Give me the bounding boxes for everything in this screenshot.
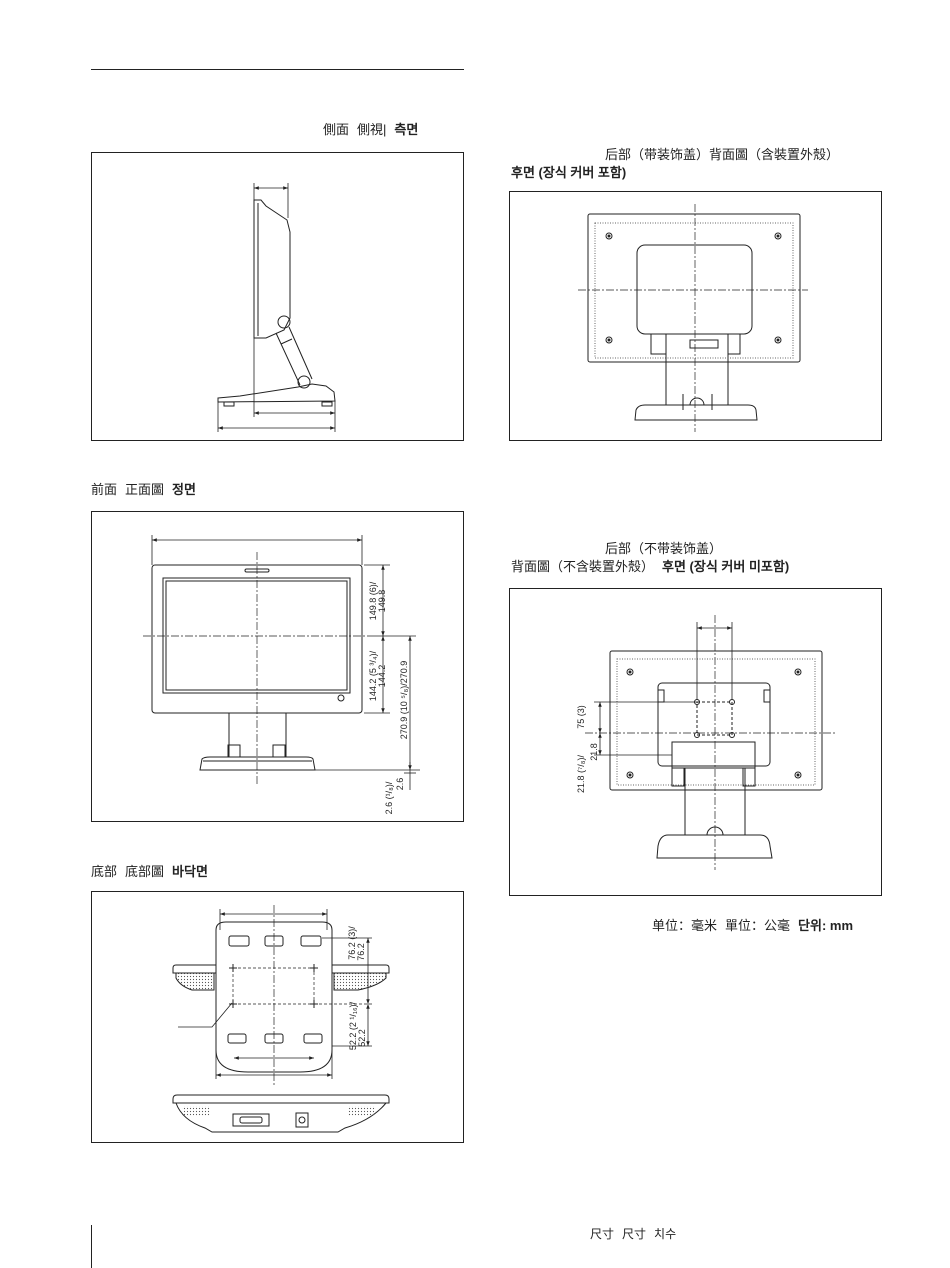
bottom-title-zh: 底部 bbox=[91, 864, 117, 879]
stand-bracket bbox=[672, 742, 755, 768]
rear-without-cover-title-ko: 후면 (장식 커버 미포함) bbox=[662, 559, 789, 574]
neck-slot bbox=[690, 340, 718, 348]
units-zh-t: 單位：公毫 bbox=[725, 918, 790, 933]
bottom-view-title: 底部底部圖 바닥면 bbox=[91, 864, 208, 880]
power-connector bbox=[296, 1113, 308, 1127]
rear-view-with-cover bbox=[510, 192, 882, 441]
screen-inner bbox=[166, 581, 347, 690]
rear-without-cover-title-line1: 后部（不带装饰盖） bbox=[605, 541, 722, 557]
back-screws bbox=[606, 233, 781, 343]
power-button bbox=[338, 695, 344, 701]
rear-with-cover-title-zh: 后部（带装饰盖）背面圖（含裝置外殼） bbox=[605, 147, 839, 162]
footer-ko: 치수 bbox=[654, 1227, 676, 1241]
stand-base-side bbox=[218, 384, 335, 402]
units-note: 单位：毫米單位：公毫 단위: mm bbox=[652, 918, 853, 934]
side-title-zh: 側面 bbox=[323, 122, 349, 137]
footer-zh: 尺寸 bbox=[590, 1227, 614, 1241]
footer-zh-t: 尺寸 bbox=[622, 1227, 646, 1241]
front-title-zh-t: 正面圖 bbox=[125, 482, 164, 497]
neck-bumps bbox=[228, 745, 285, 757]
left-profile-vent bbox=[182, 1106, 210, 1116]
rear-with-cover-title-line1: 后部（带装饰盖）背面圖（含裝置外殼） bbox=[605, 147, 839, 163]
stand-bracket bbox=[651, 334, 740, 354]
stand-neck-front bbox=[229, 713, 286, 757]
front-middle-metric-label: 144.2 bbox=[377, 665, 387, 688]
rear-view-without-cover bbox=[510, 589, 882, 896]
rear-with-cover-frame bbox=[510, 192, 882, 441]
front-base-metric-label: 2.6 bbox=[395, 778, 405, 791]
stand-base-rear bbox=[635, 405, 757, 420]
rear-with-cover-title-line2: 후면 (장식 커버 포함) bbox=[511, 165, 626, 181]
bottom-view bbox=[92, 892, 464, 1143]
signal-connector-pins bbox=[240, 1117, 262, 1123]
front-total-label: 270.9 (10 ⁵/₈)/270.9 bbox=[399, 661, 409, 740]
bottom-upper-metric-label: 76.2 bbox=[356, 943, 366, 961]
side-view-frame bbox=[92, 153, 464, 441]
front-upper-metric-label: 149.8 bbox=[377, 590, 387, 613]
stand-neck bbox=[666, 334, 728, 405]
monitor-panel-side bbox=[254, 200, 290, 338]
rear-dimension-lines bbox=[594, 622, 732, 755]
monitor-back-inner bbox=[595, 223, 793, 358]
side-title-zh-t: 側視| bbox=[357, 122, 386, 137]
base-profile-top bbox=[173, 1095, 389, 1103]
front-base-imperial-label: 2.6 (¹/₈)/ bbox=[384, 781, 394, 814]
power-connector-socket bbox=[299, 1117, 305, 1123]
base-details bbox=[683, 394, 712, 410]
side-view-title: 側面側視| 측면 bbox=[323, 122, 418, 138]
rear-without-cover-title-zh: 后部（不带装饰盖） bbox=[605, 541, 722, 556]
plate-notches bbox=[658, 690, 770, 702]
front-view-title: 前面正面圖 정면 bbox=[91, 482, 196, 498]
vesa-holes bbox=[695, 700, 735, 738]
right-profile-vent bbox=[348, 1106, 376, 1116]
rear-offset-imperial-label: 21.8 (⁷/₈)/ bbox=[576, 755, 586, 793]
rear-vesa-label: 75 (3) bbox=[576, 705, 586, 729]
stand-base-front bbox=[200, 757, 315, 770]
right-wing-vent bbox=[334, 973, 386, 990]
side-title-ko: 측면 bbox=[394, 122, 418, 137]
page-footer: 尺寸尺寸 치수 bbox=[590, 1226, 676, 1242]
rear-without-cover-title-zh-t: 背面圖（不含裝置外殼） bbox=[511, 559, 654, 574]
back-screws bbox=[627, 669, 801, 778]
vesa-hole-pattern bbox=[697, 702, 732, 735]
bottom-title-zh-t: 底部圖 bbox=[125, 864, 164, 879]
signal-connector bbox=[233, 1114, 269, 1126]
monitor-back-outer bbox=[610, 651, 822, 790]
bottom-lower-metric-label: 52.2 bbox=[357, 1029, 367, 1047]
units-zh: 单位：毫米 bbox=[652, 918, 717, 933]
mounting-plate bbox=[658, 683, 770, 766]
rear-without-cover-title-line2: 背面圖（不含裝置外殼） 후면 (장식 커버 미포함) bbox=[511, 559, 789, 575]
stand-base-rear bbox=[657, 835, 772, 858]
front-title-ko: 정면 bbox=[172, 482, 196, 497]
rear-with-cover-title-ko: 후면 (장식 커버 포함) bbox=[511, 165, 626, 180]
left-wing-vent bbox=[176, 973, 214, 990]
screen-outer bbox=[163, 578, 350, 693]
base-feet bbox=[224, 402, 332, 406]
side-view bbox=[92, 153, 464, 441]
decorative-cover bbox=[637, 245, 752, 334]
bracket-tabs bbox=[672, 768, 755, 786]
rear-offset-metric-label: 21.8 bbox=[589, 743, 599, 761]
units-ko: 단위: mm bbox=[798, 918, 853, 933]
side-dimension-lines bbox=[218, 183, 335, 432]
bottom-title-ko: 바닥면 bbox=[172, 864, 208, 879]
front-title-zh: 前面 bbox=[91, 482, 117, 497]
